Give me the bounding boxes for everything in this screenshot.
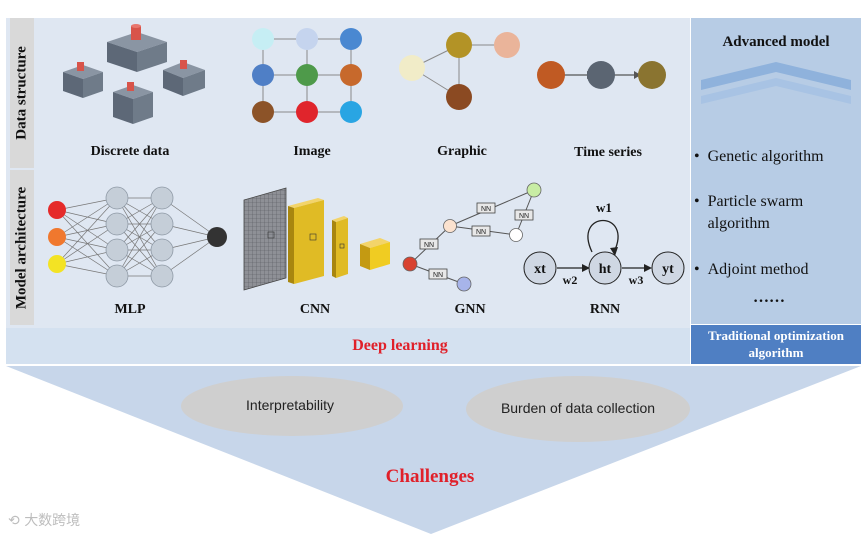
algorithm-list-item: • Genetic algorithm	[694, 148, 824, 165]
rnn-illustration: xt ht yt w1 w2 w3	[523, 200, 685, 287]
caption-image: Image	[293, 144, 331, 159]
caption-cnn: CNN	[299, 302, 331, 317]
mlp-hidden-node	[150, 264, 174, 288]
svg-text:w1: w1	[596, 200, 612, 215]
mlp-hidden-node	[105, 186, 129, 210]
deep-learning-footer	[6, 328, 690, 364]
watermark-logo: ⟲ 大数跨境	[8, 513, 81, 529]
algorithm-list-item: • Adjoint method	[694, 261, 809, 278]
svg-text:w3: w3	[629, 273, 644, 287]
nn-block-icon: NN	[476, 202, 496, 214]
svg-text:NN: NN	[476, 229, 486, 236]
image-illustration	[252, 28, 362, 123]
challenges-title: Challenges	[385, 466, 475, 487]
chevron-up-icon	[701, 62, 851, 104]
mlp-input-node	[48, 228, 66, 246]
box-icon	[63, 62, 103, 98]
challenges-funnel	[6, 366, 861, 534]
svg-text:ht: ht	[599, 262, 612, 277]
mlp-hidden-node	[105, 264, 129, 288]
interpretability-label: Interpretability	[246, 397, 334, 413]
deep-learning-label: Deep learning	[352, 337, 448, 354]
mlp-output-node	[207, 227, 227, 247]
graphic-illustration	[399, 32, 520, 110]
svg-text:NN: NN	[424, 242, 434, 249]
mlp-input-node	[48, 255, 66, 273]
caption-time-series: Time series	[574, 145, 642, 160]
svg-text:NN: NN	[519, 213, 529, 220]
mlp-hidden-node	[150, 186, 174, 210]
box-icon	[113, 82, 153, 124]
caption-discrete-data: Discrete data	[90, 144, 170, 159]
mlp-hidden-node	[150, 212, 174, 236]
cnn-illustration	[243, 187, 390, 291]
row-label-data-structure: Data structure	[10, 18, 34, 168]
nn-block-icon: NN	[514, 209, 534, 221]
svg-text:NN: NN	[481, 206, 491, 213]
mlp-hidden-node	[105, 238, 129, 262]
caption-rnn: RNN	[589, 302, 621, 317]
mlp-hidden-node	[150, 238, 174, 262]
row-label-model-architecture: Model architecture	[10, 170, 34, 325]
svg-text:yt: yt	[662, 262, 674, 277]
algorithm-list-item: • Particle swarm algorithm	[694, 193, 804, 232]
mlp-input-node	[48, 201, 66, 219]
mlp-hidden-node	[105, 212, 129, 236]
ellipsis-text: ……	[753, 289, 785, 306]
caption-graphic: Graphic	[437, 144, 487, 159]
svg-text:NN: NN	[433, 272, 443, 279]
data-collection-burden-label: Burden of data collection	[500, 400, 656, 416]
traditional-optimization-label: Traditional optimization algorithm	[708, 328, 844, 360]
advanced-model-title: Advanced model	[722, 34, 830, 50]
nn-block-icon: NN	[428, 268, 448, 280]
nn-block-icon: NN	[471, 225, 491, 237]
discrete-data-illustration	[63, 24, 205, 124]
caption-mlp: MLP	[114, 302, 146, 317]
nn-block-icon: NN	[419, 238, 439, 250]
traditional-optimization-footer	[691, 325, 861, 364]
svg-text:xt: xt	[534, 262, 546, 277]
gnn-illustration: NN NN NN NN NN	[402, 182, 542, 292]
caption-gnn: GNN	[454, 302, 486, 317]
box-icon	[163, 60, 205, 96]
svg-text:w2: w2	[563, 273, 578, 287]
time-series-illustration	[537, 61, 666, 89]
mlp-illustration	[48, 186, 227, 288]
box-icon	[107, 24, 167, 72]
